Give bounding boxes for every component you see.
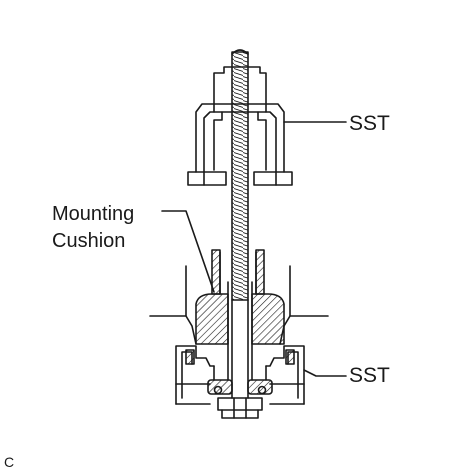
- threaded-rod: [231, 49, 249, 399]
- mounting-cushion-label: Mounting Cushion: [52, 201, 134, 255]
- bottom-nut: [217, 397, 263, 419]
- mounting-cushion-label-line1: Mounting: [52, 203, 135, 225]
- sst-top-label: SST: [349, 112, 390, 135]
- figure-code: C: [4, 454, 15, 470]
- sst-bottom-leader: [303, 369, 347, 377]
- mounting-cushion-leader: [161, 210, 215, 293]
- sst-bottom-label: SST: [349, 364, 390, 387]
- mounting-cushion: [195, 293, 285, 345]
- lower-sst-tool: [175, 345, 305, 405]
- mounting-cushion-label-line2: Cushion: [52, 230, 126, 252]
